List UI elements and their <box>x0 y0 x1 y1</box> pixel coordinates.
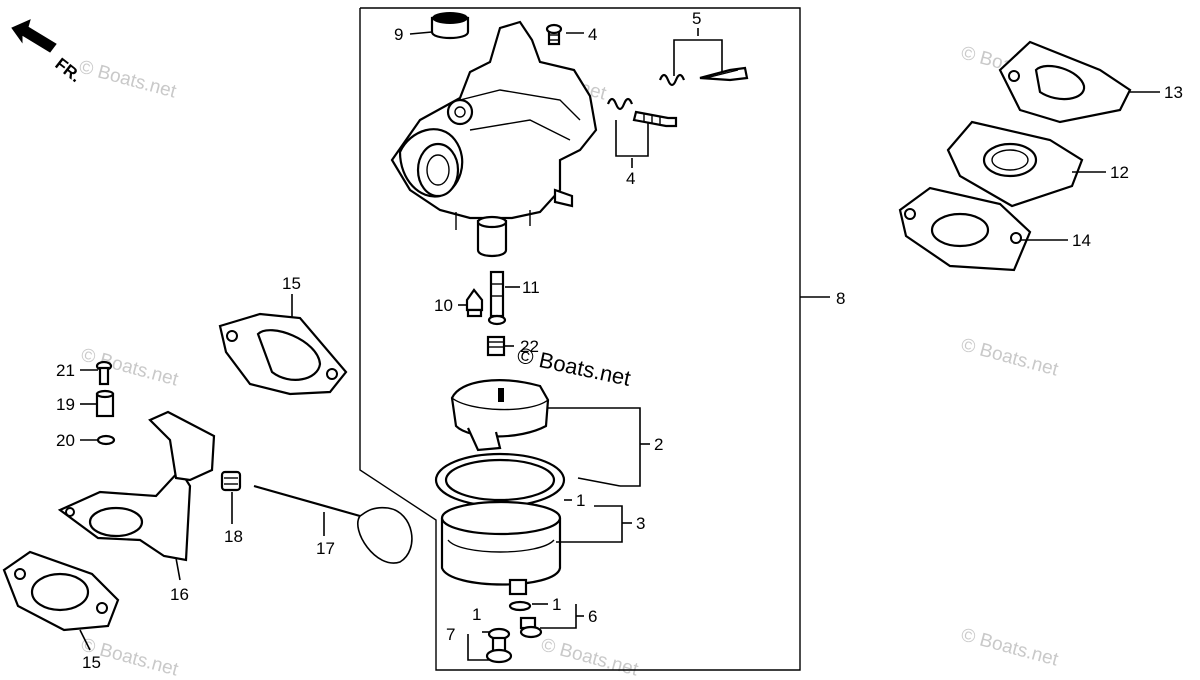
watermark: © Boats.net <box>959 625 1061 671</box>
float-bowl-part-3 <box>440 500 562 596</box>
screw-part-4-top <box>545 23 563 46</box>
gasket-part-13 <box>998 40 1132 124</box>
callout-1-washer: 1 <box>552 595 561 614</box>
gasket-part-15-upper <box>218 312 348 396</box>
pilot-screw-part-5 <box>658 66 749 87</box>
choke-rod-part-17 <box>253 484 413 564</box>
callout-13: 13 <box>1164 83 1183 102</box>
float-valve-part-10 <box>465 288 484 318</box>
callout-labels: 9 4 5 4 10 11 22 8 2 1 3 1 6 1 7 13 12 1… <box>56 9 1183 672</box>
bracket-part-16 <box>57 410 216 562</box>
callout-3: 3 <box>636 514 645 533</box>
watermark: © Boats.net <box>959 335 1061 381</box>
callout-18: 18 <box>224 527 243 546</box>
callout-20: 20 <box>56 431 75 450</box>
callout-11: 11 <box>522 278 540 297</box>
cap-part-9 <box>430 12 470 40</box>
washer-part-20 <box>96 434 116 446</box>
callout-19: 19 <box>56 395 75 414</box>
main-nozzle-part-11 <box>487 270 507 326</box>
float-part-2 <box>450 379 621 487</box>
callout-7: 7 <box>446 625 455 644</box>
assembly-outline <box>359 7 830 671</box>
gasket-part-14 <box>898 186 1032 272</box>
watermark: © Boats.net <box>539 635 641 680</box>
main-jet-part-22 <box>486 335 506 357</box>
front-label: FR. <box>52 54 85 86</box>
callout-21: 21 <box>56 361 75 380</box>
callout-4-top: 4 <box>588 25 597 44</box>
callout-14: 14 <box>1072 231 1091 250</box>
callout-6: 6 <box>588 607 597 626</box>
gasket-part-15-lower <box>2 550 120 632</box>
callout-5: 5 <box>692 9 701 28</box>
callout-12: 12 <box>1110 163 1129 182</box>
watermark: © Boats.net <box>79 345 181 391</box>
insulator-part-12 <box>946 120 1084 208</box>
screw-part-21 <box>95 360 113 386</box>
collar-part-19 <box>95 389 115 418</box>
carburetor-body <box>390 20 598 258</box>
callout-8: 8 <box>836 289 845 308</box>
drain-screw-part-6 <box>519 616 543 639</box>
throttle-stop-screw-part-4 <box>606 97 678 128</box>
callout-2: 2 <box>654 435 663 454</box>
grommet-part-18 <box>220 470 242 492</box>
front-direction-arrow: FR. <box>11 19 85 86</box>
float-bowl-gasket-part-1 <box>434 452 566 508</box>
callout-1-gasket: 1 <box>576 491 585 510</box>
watermark: © Boats.net <box>77 57 179 103</box>
bolt-part-7 <box>485 636 513 664</box>
callout-10: 10 <box>434 296 453 315</box>
callout-16: 16 <box>170 585 189 604</box>
leader-lines <box>79 28 1160 661</box>
callout-9: 9 <box>394 25 403 44</box>
callout-1-bolt-washer: 1 <box>472 605 481 624</box>
callout-17: 17 <box>316 539 335 558</box>
washer-part-1 <box>487 600 532 641</box>
callout-4-side: 4 <box>626 169 635 188</box>
callout-15-upper: 15 <box>282 274 301 293</box>
callout-22: 22 <box>520 337 539 356</box>
callout-15-lower: 15 <box>82 653 101 672</box>
